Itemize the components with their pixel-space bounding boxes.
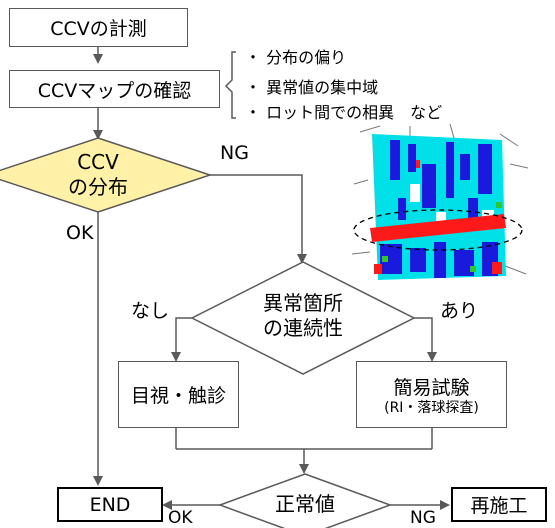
ccv-diamond-text: CCV の分布 [48,150,148,200]
highlight-dashed-ellipse [353,209,523,251]
simple-test-sub-label: (RI・落球探査) [384,399,479,416]
end-label: END [89,493,131,516]
map-check-box: CCVマップの確認 [9,70,220,108]
simple-test-box: 簡易試験 (RI・落球探査) [356,361,507,428]
redo-box: 再施工 [451,487,547,522]
label-ari: あり [440,300,479,322]
visual-box: 目視・触診 [118,361,239,428]
label-ok-left: OK [66,222,94,244]
note-brace [224,51,236,119]
simple-test-label: 簡易試験 [393,376,470,399]
continuity-line1: 異常箇所 [263,291,343,315]
map-red-band [370,214,506,242]
label-ng-bottom: NG [410,508,436,528]
map-red-spots [374,160,502,274]
normal-label: 正常値 [275,492,335,516]
continuity-diamond [190,261,416,375]
continuity-line2: の連続性 [263,316,343,340]
label-ng-top: NG [220,142,249,164]
map-check-label: CCVマップの確認 [37,79,192,102]
ccv-map-image [351,124,529,280]
measure-label: CCVの計測 [50,18,147,40]
visual-label: 目視・触診 [130,385,226,407]
continuity-diamond-text: 異常箇所 の連続性 [243,291,363,341]
measure-box: CCVの計測 [9,8,188,47]
ccv-diamond [0,137,213,213]
ccv-diamond-line1: CCV [77,150,119,174]
map-green-spots [382,202,502,272]
note-item-3: ・ ロット間での相異 など [245,103,443,122]
note-item-2: ・ 異常値の集中域 [245,78,379,97]
normal-diamond-text: 正常値 [255,492,355,517]
note-item-1: ・ 分布の偏り [245,48,347,67]
label-ok-bottom: OK [168,508,193,528]
normal-diamond [217,473,393,528]
arrow-ccv-ng [210,174,307,264]
map-white-patches [410,184,494,222]
map-blue-patches [380,140,498,278]
map-body-cyan [372,134,506,280]
label-nashi: なし [131,300,170,322]
ccv-diamond-line2: の分布 [68,175,128,199]
arrow-nashi [171,317,192,362]
arrow-ari [414,317,437,362]
end-box: END [57,487,163,522]
redo-label: 再施工 [470,495,528,517]
